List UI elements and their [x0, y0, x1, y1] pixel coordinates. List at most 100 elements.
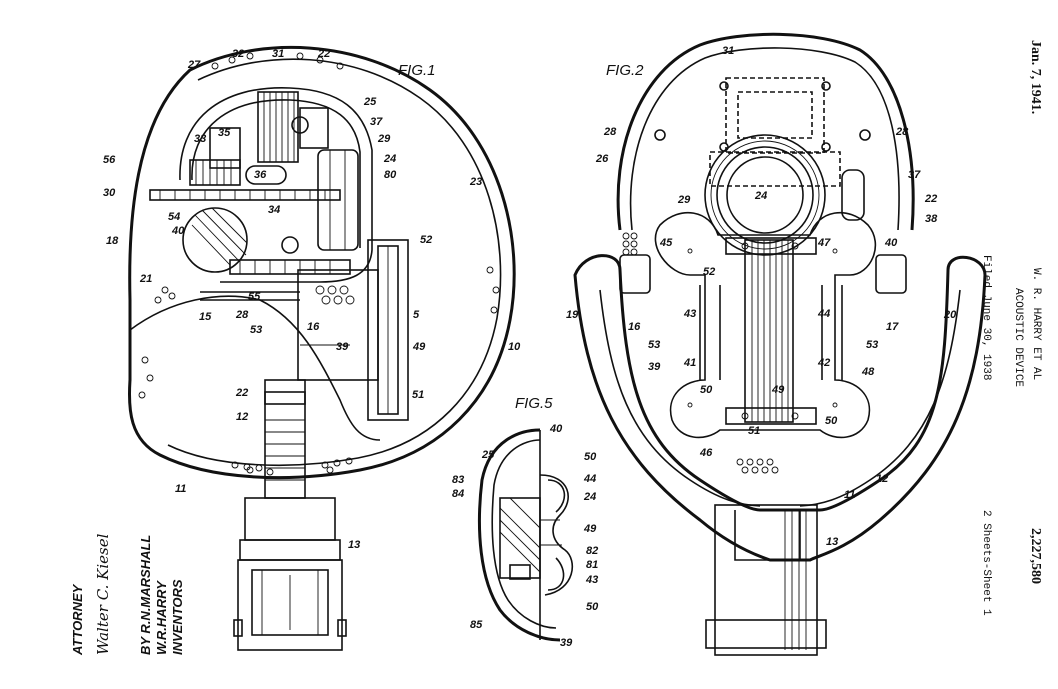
- fig1-title: FIG.1: [398, 62, 436, 79]
- fig2-label: 44: [817, 308, 830, 320]
- fig2-label: 52: [703, 266, 715, 278]
- fig2-label: 50: [700, 384, 713, 396]
- fig1-label: 31: [272, 48, 284, 60]
- fig2-label: 13: [826, 536, 838, 548]
- fig2-label: 48: [861, 366, 875, 378]
- attorney-title: ATTORNEY: [70, 583, 85, 656]
- fig2-label: 28: [895, 126, 909, 138]
- fig5-label: 82: [586, 545, 598, 557]
- fig2-label: 11: [844, 489, 855, 501]
- fig1-label: 34: [268, 204, 280, 216]
- fig1-label: 18: [106, 235, 119, 247]
- fig2-label: 28: [603, 126, 617, 138]
- figure-2-labels: FIG.2 31 28 26 28 37 22 38 29 24 45 47 4…: [566, 45, 957, 548]
- fig2-label: 49: [771, 384, 785, 396]
- fig2-label: 22: [924, 193, 937, 205]
- inventor-2: BY R.N.MARSHALL: [138, 535, 153, 655]
- fig2-label: 26: [595, 153, 609, 165]
- fig5-label: 24: [583, 491, 596, 503]
- fig2-label: 12: [876, 473, 888, 485]
- patent-header: Jan. 7, 1941. W. R. HARRY ET AL ACOUSTIC…: [980, 40, 1043, 616]
- patent-title: ACOUSTIC DEVICE: [1012, 288, 1024, 387]
- fig5-label: 50: [586, 601, 599, 613]
- fig2-label: 17: [886, 321, 899, 333]
- figure-5: [477, 428, 574, 642]
- fig2-label: 42: [817, 357, 830, 369]
- fig2-label: 46: [699, 447, 713, 459]
- patent-names: W. R. HARRY ET AL: [1030, 268, 1042, 380]
- fig2-label: 16: [628, 321, 641, 333]
- fig2-label: 39: [648, 361, 661, 373]
- fig1-label: 33: [194, 133, 206, 145]
- figure-2: [573, 32, 987, 656]
- fig2-label: 50: [825, 415, 838, 427]
- fig1-label: 24: [383, 153, 396, 165]
- fig5-label: 81: [586, 559, 598, 571]
- fig1-label: 22: [235, 387, 248, 399]
- fig1-label: 49: [412, 341, 426, 353]
- fig1-label: 32: [232, 48, 244, 60]
- fig5-label: 43: [585, 574, 598, 586]
- figure-5-labels: FIG.5 40 25 50 83 84 44 24 49 82 81 43 8…: [452, 395, 599, 649]
- fig5-label: 85: [470, 619, 483, 631]
- fig5-label: 25: [481, 449, 495, 461]
- fig1-label: 52: [420, 234, 432, 246]
- fig2-title: FIG.2: [606, 62, 644, 79]
- fig2-label: 41: [683, 357, 696, 369]
- fig5-title: FIG.5: [515, 395, 553, 412]
- fig1-label: 51: [412, 389, 424, 401]
- fig1-label: 15: [199, 311, 212, 323]
- patent-sheets: 2 Sheets-Sheet 1: [980, 510, 992, 616]
- fig2-label: 45: [659, 237, 673, 249]
- fig1-label: 28: [235, 309, 249, 321]
- fig1-label: 80: [384, 169, 397, 181]
- fig5-label: 49: [583, 523, 597, 535]
- inventors-heading: INVENTORS: [170, 579, 185, 655]
- fig1-label: 23: [469, 176, 482, 188]
- fig2-label: 19: [566, 309, 579, 321]
- fig1-label: 22: [317, 48, 330, 60]
- fig1-label: 5: [413, 309, 420, 321]
- fig1-label: 12: [236, 411, 248, 423]
- fig2-label: 24: [754, 190, 767, 202]
- fig5-label: 39: [560, 637, 573, 649]
- patent-date: Jan. 7, 1941.: [1028, 40, 1043, 114]
- fig5-label: 40: [549, 423, 563, 435]
- attorney-signature: Walter C. Kiesel: [94, 533, 112, 655]
- fig1-label: 56: [103, 154, 116, 166]
- fig2-label: 43: [683, 308, 696, 320]
- fig1-label: 37: [370, 116, 383, 128]
- fig2-label: 31: [722, 45, 734, 57]
- patent-filed: Filed June 30, 1938: [980, 255, 992, 380]
- inventors-block: INVENTORS W.R.HARRY BY R.N.MARSHALL Walt…: [70, 533, 185, 656]
- fig1-label: 36: [254, 169, 267, 181]
- fig1-label: 11: [175, 483, 186, 495]
- fig1-label: 13: [348, 539, 360, 551]
- fig1-label: 40: [171, 225, 185, 237]
- inventor-1: W.R.HARRY: [154, 580, 169, 655]
- fig2-label: 47: [817, 237, 831, 249]
- fig5-label: 84: [452, 488, 464, 500]
- fig5-label: 44: [583, 473, 596, 485]
- fig5-label: 50: [584, 451, 597, 463]
- fig1-label: 10: [508, 341, 521, 353]
- fig5-label: 83: [452, 474, 464, 486]
- fig1-label: 25: [363, 96, 377, 108]
- figure-1-labels: FIG.1 27 32 31 22 25 37 29 24 80 56 33 3…: [103, 48, 521, 551]
- fig1-label: 35: [218, 127, 231, 139]
- fig2-label: 20: [943, 309, 957, 321]
- fig1-label: 54: [168, 211, 180, 223]
- figure-1: [127, 45, 516, 651]
- fig1-label: 55: [248, 291, 261, 303]
- fig2-label: 51: [748, 425, 760, 437]
- fig2-label: 29: [677, 194, 691, 206]
- fig1-label: 21: [139, 273, 152, 285]
- fig2-label: 38: [925, 213, 938, 225]
- patent-number: 2,227,580: [1028, 528, 1043, 584]
- fig2-label: 40: [884, 237, 898, 249]
- fig2-label: 53: [648, 339, 660, 351]
- fig1-label: 53: [250, 324, 262, 336]
- fig1-label: 27: [187, 59, 201, 71]
- fig2-label: 37: [908, 169, 921, 181]
